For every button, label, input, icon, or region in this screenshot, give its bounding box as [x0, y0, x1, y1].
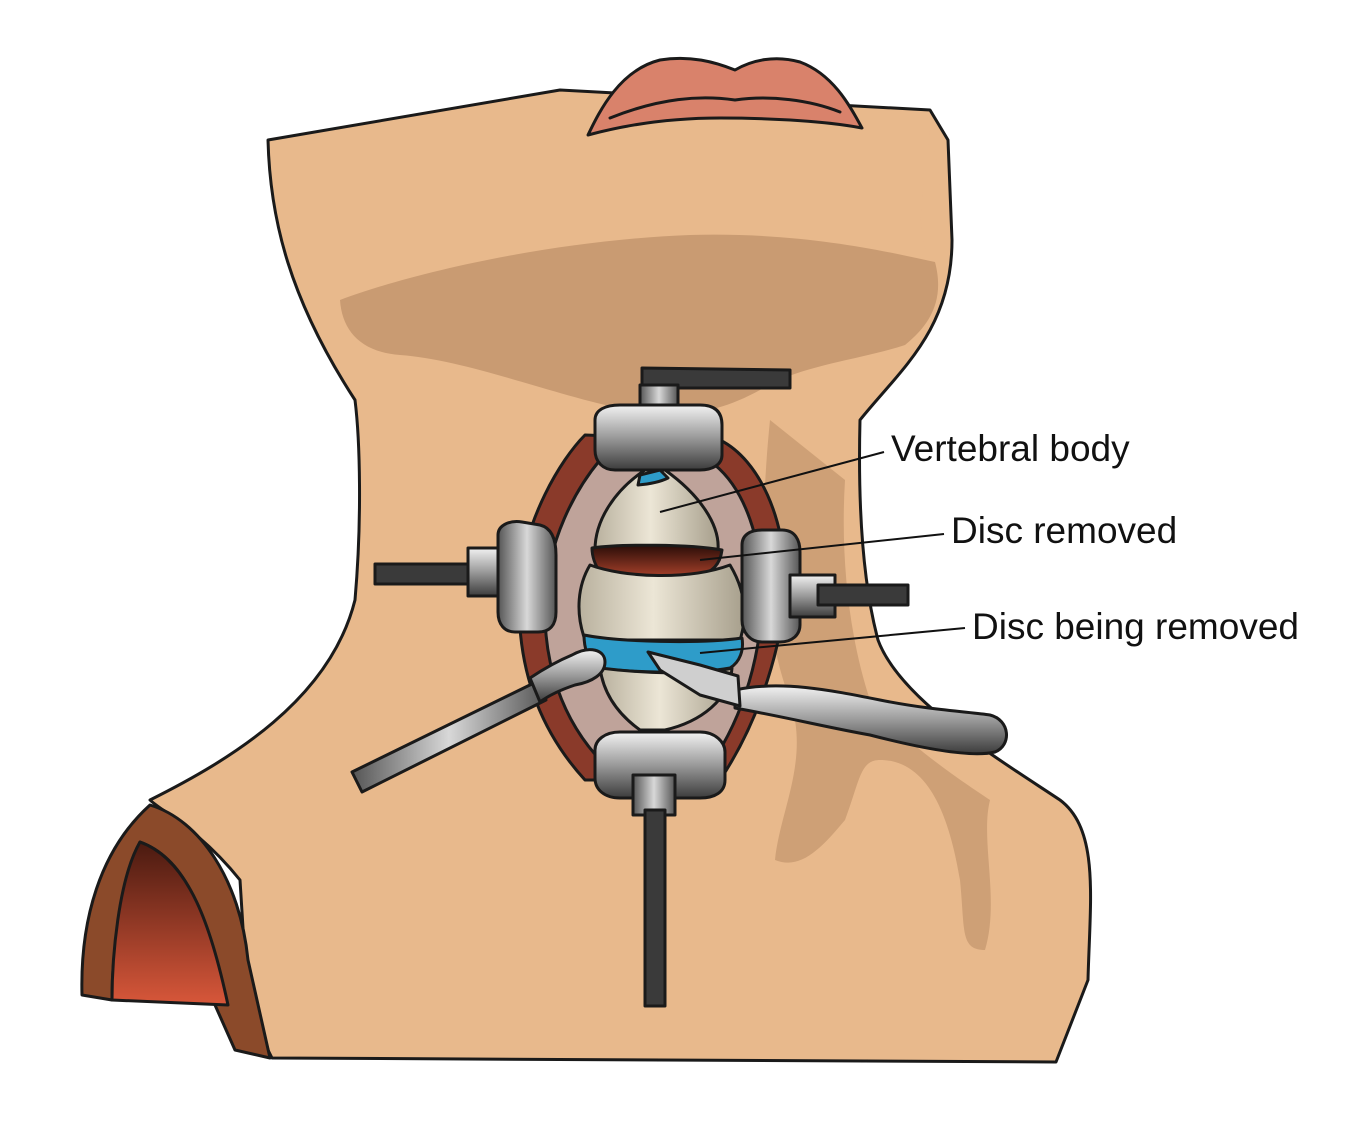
label-disc-being-removed: Disc being removed [972, 606, 1299, 647]
chest-opening [110, 840, 230, 1007]
retractor-top [593, 366, 792, 472]
retractor-left [373, 520, 558, 634]
leader-vertebral-body [659, 451, 885, 513]
shoulder-shadow [764, 420, 991, 950]
retractor-right [740, 528, 910, 644]
lip-line [608, 96, 842, 120]
scalpel-icon [646, 650, 1008, 756]
label-vertebral-body: Vertebral body [891, 428, 1130, 469]
lips [586, 56, 864, 137]
leader-disc-being-removed [699, 627, 966, 654]
retractor-bottom [593, 730, 727, 1008]
disc-top-blue [636, 468, 670, 487]
vertebral-body-middle [577, 563, 746, 642]
rongeur-icon [350, 648, 607, 794]
label-disc-removed: Disc removed [951, 510, 1177, 551]
chin-highlight [920, 130, 942, 262]
leader-disc-removed [699, 533, 945, 561]
